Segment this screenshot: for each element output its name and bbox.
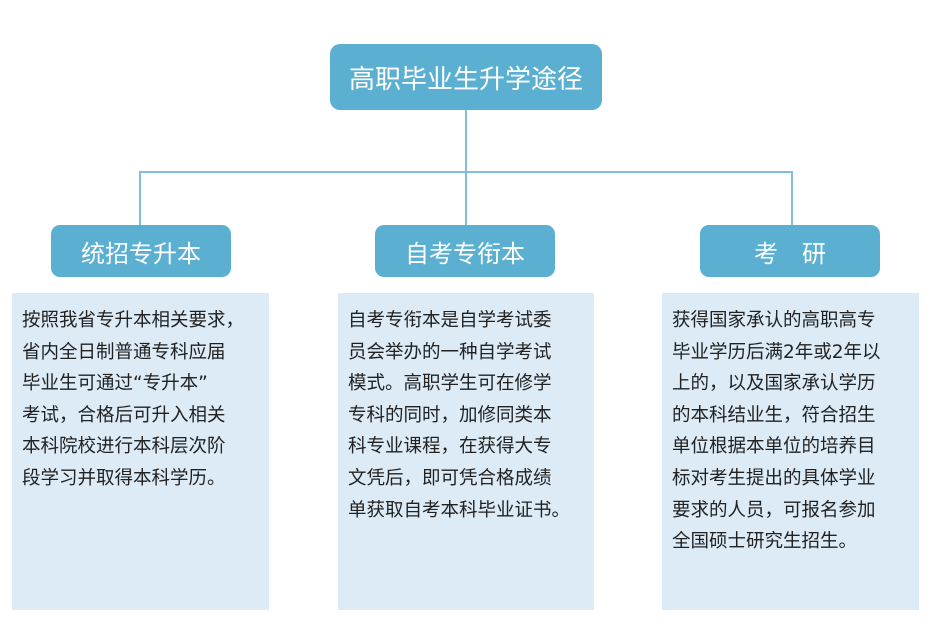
branch-node-tongzhao: 统招专升本 bbox=[51, 225, 231, 277]
branch-node-kaoyan: 考 研 bbox=[700, 225, 880, 277]
description-line: 单位根据本单位的培养目 bbox=[672, 436, 876, 458]
description-line: 的本科结业生，符合招生 bbox=[672, 404, 876, 426]
description-line: 本科院校进行本科层次阶 bbox=[22, 436, 226, 458]
description-line: 科专业课程，在获得大专 bbox=[348, 436, 552, 458]
description-line: 员会举办的一种自学考试 bbox=[348, 341, 552, 363]
description-line: 段学习并取得本科学历。 bbox=[22, 467, 226, 489]
description-line: 标对考生提出的具体学业 bbox=[672, 467, 876, 489]
description-line: 毕业学历后满2年或2年以 bbox=[672, 341, 881, 363]
description-line: 省内全日制普通专科应届 bbox=[22, 341, 226, 363]
description-line: 专科的同时，加修同类本 bbox=[348, 404, 552, 426]
branch-2-drop-line bbox=[465, 171, 467, 226]
branch-1-drop-line bbox=[139, 171, 141, 226]
branch-description-tongzhao: 按照我省专升本相关要求， 省内全日制普通专科应届 毕业生可通过“专升本” 考试，… bbox=[12, 293, 269, 610]
description-line: 按照我省专升本相关要求， bbox=[22, 310, 245, 331]
description-line: 自考专衔本是自学考试委 bbox=[348, 310, 552, 331]
description-line: 要求的人员，可报名参加 bbox=[672, 499, 876, 521]
branch-description-kaoyan: 获得国家承认的高职高专 毕业学历后满2年或2年以 上的，以及国家承认学历 的本科… bbox=[662, 293, 919, 610]
description-line: 考试，合格后可升入相关 bbox=[22, 404, 226, 426]
description-line: 获得国家承认的高职高专 bbox=[672, 310, 876, 331]
root-node-title: 高职毕业生升学途径 bbox=[330, 44, 602, 110]
description-line: 上的，以及国家承认学历 bbox=[672, 373, 876, 395]
description-line: 模式。高职学生可在修学 bbox=[348, 373, 552, 395]
description-line: 单获取自考本科毕业证书。 bbox=[348, 499, 571, 521]
description-line: 全国硕士研究生招生。 bbox=[672, 531, 858, 553]
description-line: 文凭后，即可凭合格成绩 bbox=[348, 467, 552, 489]
description-line: 毕业生可通过“专升本” bbox=[22, 373, 208, 395]
branch-description-zikao: 自考专衔本是自学考试委 员会举办的一种自学考试 模式。高职学生可在修学 专科的同… bbox=[338, 293, 594, 610]
branch-node-zikao: 自考专衔本 bbox=[375, 225, 555, 277]
root-stem-line bbox=[465, 110, 467, 172]
branch-3-drop-line bbox=[791, 171, 793, 226]
